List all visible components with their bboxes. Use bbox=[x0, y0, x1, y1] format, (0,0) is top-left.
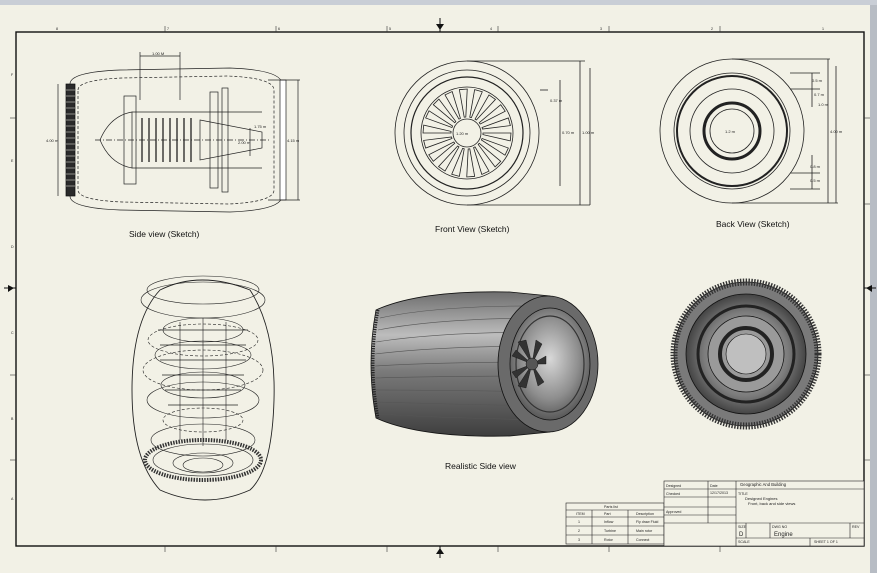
side-view-sketch bbox=[57, 52, 300, 213]
parts-list-cell: 1 bbox=[578, 520, 580, 524]
fan-blade bbox=[473, 146, 490, 175]
fan-blade bbox=[481, 117, 511, 130]
tb-dwg-label: DWG NO bbox=[772, 525, 787, 529]
zone-top-1: 1 bbox=[822, 27, 824, 31]
fan-blade bbox=[428, 141, 456, 162]
dim-front-center: 1.20 m bbox=[456, 131, 469, 136]
parts-list-title: Parts list bbox=[604, 505, 618, 509]
dim-front-a: 0.37 m bbox=[550, 98, 563, 103]
fan-blade bbox=[437, 145, 460, 172]
zone-side-f: F bbox=[11, 73, 14, 77]
tb-label-approved: Approved bbox=[666, 510, 681, 514]
tb-dwg-no: Engine bbox=[774, 532, 793, 538]
dim-side-far-right: 4.15 m bbox=[287, 138, 300, 143]
fan-blade bbox=[432, 98, 457, 124]
zone-top-5: 5 bbox=[389, 27, 391, 31]
tb-sheet: SHEET 1 OF 1 bbox=[814, 540, 838, 544]
parts-list-cell: Main rotor bbox=[636, 529, 653, 533]
parts-list-header: ITEM bbox=[576, 512, 585, 516]
centering-arrows bbox=[4, 18, 876, 558]
dim-back-r4: 0.8 m bbox=[810, 164, 821, 169]
caption-side-view-sketch: Side view (Sketch) bbox=[129, 229, 200, 239]
isometric-wireframe bbox=[131, 275, 275, 501]
parts-list-cell: Turbine bbox=[604, 529, 616, 533]
fan-blade bbox=[451, 147, 465, 177]
dim-back-r1: 0.5 m bbox=[812, 78, 823, 83]
fan-blade bbox=[458, 88, 468, 118]
tb-label-designed: Designed bbox=[666, 484, 681, 488]
front-view-sketch bbox=[394, 60, 591, 206]
dim-side-left: 4.00 m bbox=[46, 138, 59, 143]
zone-side-a: A bbox=[11, 497, 14, 501]
dim-back-r2: 0.7 m bbox=[814, 92, 825, 97]
fan-blade bbox=[478, 104, 506, 125]
fan-blade bbox=[477, 142, 502, 168]
dim-front-b: 0.70 m bbox=[562, 130, 575, 135]
zone-top-2: 2 bbox=[711, 27, 713, 31]
back-view-sketch bbox=[659, 58, 838, 204]
fan-blade bbox=[482, 132, 512, 142]
tb-desc-label: TITLE bbox=[738, 492, 748, 496]
zone-top-4: 4 bbox=[490, 27, 492, 31]
tb-size: D bbox=[739, 532, 744, 538]
zone-top-8: 8 bbox=[56, 27, 58, 31]
dim-front-c: 1.00 m bbox=[582, 130, 595, 135]
parts-list-cell: Connect bbox=[636, 538, 649, 542]
parts-list-cell: Inflow bbox=[604, 520, 614, 524]
caption-realistic-side-view: Realistic Side view bbox=[445, 461, 516, 471]
fan-blade bbox=[444, 91, 461, 120]
zone-top-3: 3 bbox=[600, 27, 602, 31]
dim-back-center: 1.2 m bbox=[725, 129, 736, 134]
fan-blade bbox=[423, 136, 453, 149]
dim-side-right: 1.75 m bbox=[254, 124, 267, 129]
zone-side-c: C bbox=[11, 331, 14, 335]
realistic-back-render bbox=[670, 278, 822, 430]
fan-blade bbox=[422, 124, 452, 134]
dim-side-center: 2.00 m bbox=[238, 140, 251, 145]
parts-list-header: Description bbox=[636, 512, 654, 516]
tb-label-checked: Checked bbox=[666, 492, 680, 496]
fan-blade bbox=[480, 137, 509, 156]
tb-company: Geographic And Building bbox=[740, 482, 787, 487]
dim-back-r3: 1.0 m bbox=[818, 102, 829, 107]
fan-blade bbox=[469, 89, 483, 119]
tb-size-label: SIZE bbox=[738, 525, 747, 529]
fan-blade bbox=[474, 94, 497, 121]
parts-list-cell: Rotor bbox=[604, 538, 614, 542]
zone-side-d: D bbox=[11, 245, 14, 249]
zone-top-7: 7 bbox=[167, 27, 169, 31]
dim-back-right: 4.00 m bbox=[830, 129, 843, 134]
zone-top-6: 6 bbox=[278, 27, 280, 31]
realistic-side-render bbox=[370, 291, 599, 437]
tb-rev-label: REV bbox=[852, 525, 860, 529]
caption-front-view-sketch: Front View (Sketch) bbox=[435, 224, 510, 234]
zone-side-b: B bbox=[11, 417, 14, 421]
zone-side-e: E bbox=[11, 159, 14, 163]
fan-blade bbox=[466, 148, 476, 178]
title-block bbox=[663, 480, 865, 547]
caption-back-view-sketch: Back View (Sketch) bbox=[716, 219, 790, 229]
tb-scale: SCALE bbox=[738, 540, 750, 544]
dim-back-r5: 0.5 m bbox=[810, 178, 821, 183]
tb-date: 12/17/2013 bbox=[710, 491, 728, 495]
parts-list-cell: 3 bbox=[578, 538, 580, 542]
fan-blade bbox=[425, 110, 454, 129]
parts-list-cell: 2 bbox=[578, 529, 580, 533]
tb-label-date: Date bbox=[710, 484, 718, 488]
parts-list-header: Part bbox=[604, 512, 611, 516]
parts-list-cell: Fly draw Fluid bbox=[636, 520, 658, 524]
parts-list-table bbox=[565, 502, 665, 545]
dim-side-top: 1.00 M bbox=[152, 51, 164, 56]
